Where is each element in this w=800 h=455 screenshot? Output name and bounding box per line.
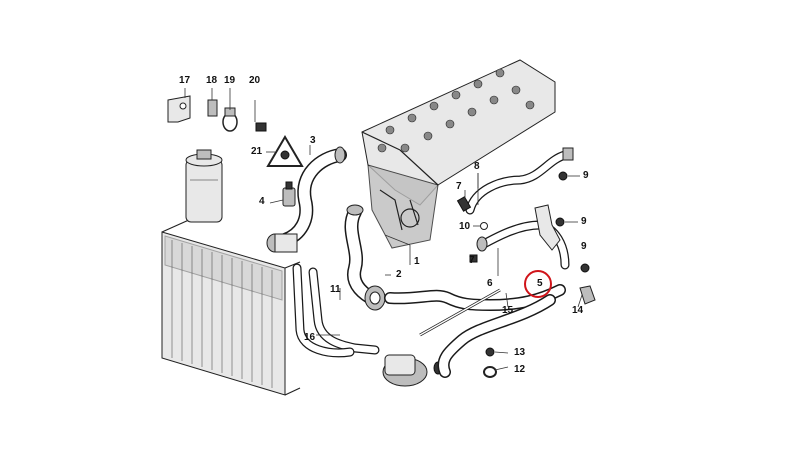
warning-triangle-21	[266, 135, 304, 167]
highlight-circle-part-5	[524, 270, 552, 298]
pipe-11	[308, 267, 380, 355]
label-part-4: 4	[259, 196, 265, 207]
washer-10	[480, 222, 488, 230]
label-part-19: 19	[224, 75, 236, 86]
clamp-19	[222, 107, 238, 132]
label-part-9-mid: 9	[581, 216, 587, 227]
bolt-20	[254, 100, 267, 132]
label-part-7-upper: 7	[456, 181, 462, 192]
label-part-7-lower: 7	[469, 255, 475, 266]
nut-13	[485, 347, 495, 357]
connector-2	[364, 285, 386, 311]
cylinder-head	[361, 59, 556, 249]
clip-12	[483, 366, 497, 378]
bolt-9-low	[580, 263, 590, 273]
thermostat-housing	[266, 233, 298, 253]
label-part-11: 11	[330, 284, 341, 295]
thermostat-part-4	[282, 181, 296, 207]
hose-3	[278, 146, 347, 247]
label-part-17: 17	[179, 75, 191, 86]
label-part-15: 15	[502, 305, 514, 316]
label-part-16: 16	[304, 332, 316, 343]
label-part-6: 6	[487, 278, 493, 289]
label-part-10: 10	[459, 221, 471, 232]
bracket-14	[534, 204, 596, 305]
label-part-18: 18	[206, 75, 218, 86]
label-part-1: 1	[414, 256, 420, 267]
label-part-3: 3	[310, 135, 316, 146]
label-part-13: 13	[514, 347, 526, 358]
clip-18	[207, 99, 218, 117]
label-part-14: 14	[572, 305, 584, 316]
label-part-9-low: 9	[581, 241, 587, 252]
bracket-17	[167, 95, 191, 123]
bolt-9-mid	[555, 217, 565, 227]
hose-1	[344, 204, 382, 307]
pipe-16	[292, 263, 355, 358]
radiator	[161, 214, 301, 396]
label-part-2: 2	[396, 269, 402, 280]
label-part-20: 20	[249, 75, 261, 86]
water-pump	[382, 354, 443, 387]
hose-7-fitting	[456, 196, 472, 212]
leader-lines	[184, 88, 583, 371]
label-part-9-top: 9	[583, 170, 589, 181]
clip-7b	[469, 254, 478, 263]
bolt-9-top	[558, 171, 568, 181]
label-part-12: 12	[514, 364, 526, 375]
hose-8	[465, 147, 574, 215]
expansion-tank	[185, 149, 223, 223]
label-part-8: 8	[474, 161, 480, 172]
hose-5	[384, 284, 566, 378]
label-part-21: 21	[251, 146, 263, 157]
